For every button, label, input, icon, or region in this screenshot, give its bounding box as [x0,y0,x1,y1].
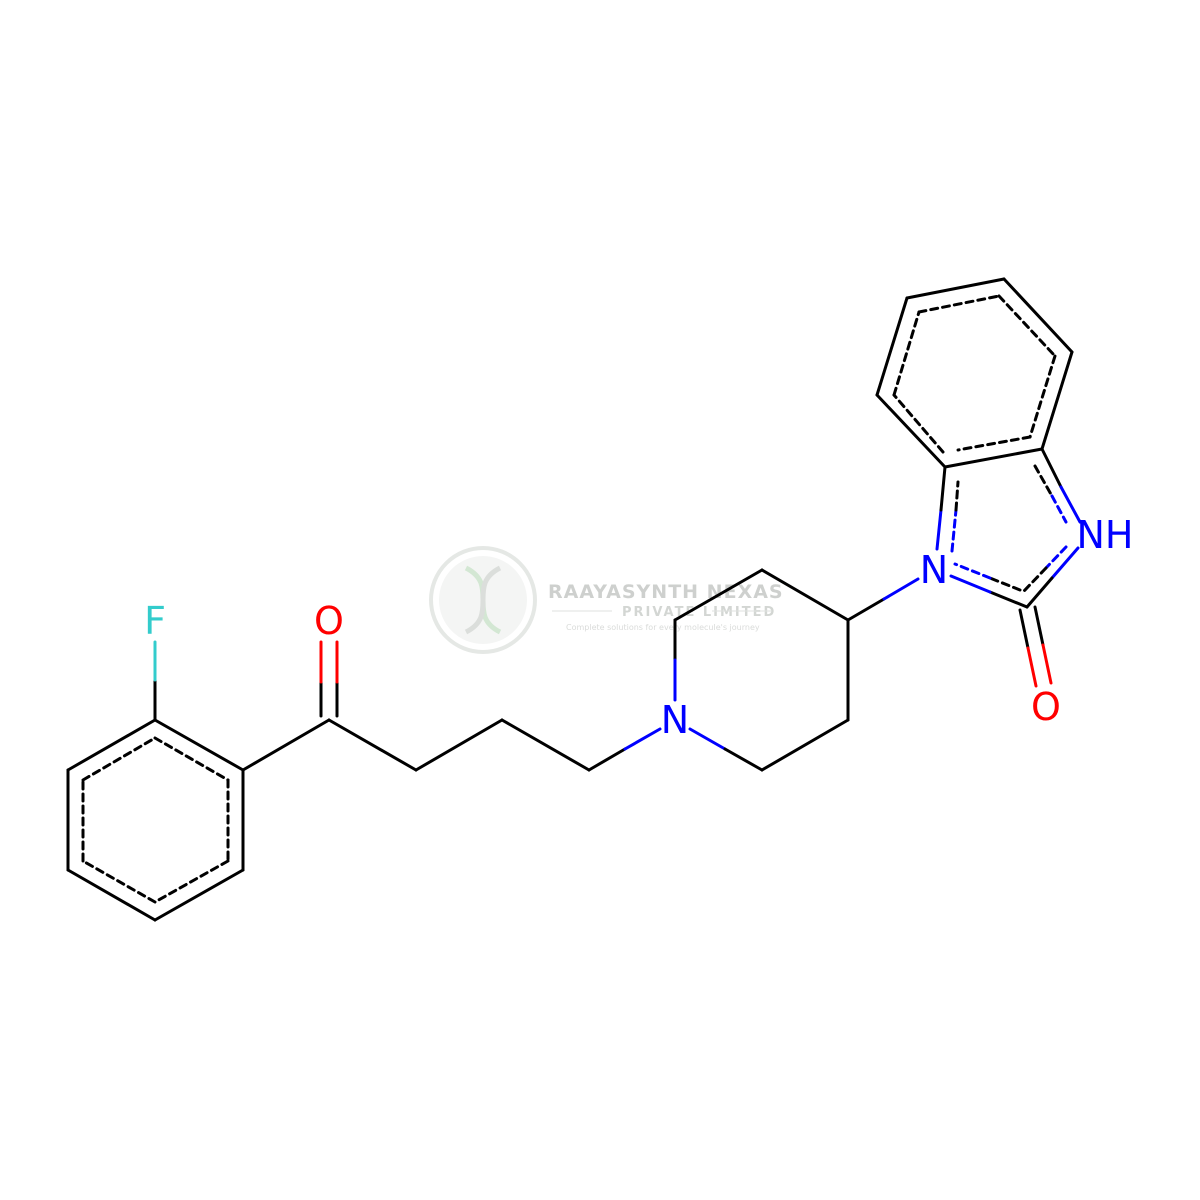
watermark-subtitle: PRIVATE LIMITED [622,605,776,620]
benzo-ring [875,277,1074,469]
bond-ketone-double [319,640,339,718]
watermark-tagline: Complete solutions for every molecule's … [566,623,760,632]
bond-piperidine-benzimidazole [846,597,886,622]
atom-carbonyl-oxygen: O [1031,685,1061,729]
fluorophenyl-ring [66,718,245,922]
bond-carbonyl-double [1018,605,1053,688]
imidazolone-ring [935,447,1082,609]
piperidine-ring [673,568,850,772]
bond-aryl-carbonyl [241,718,331,772]
atom-benzimidazole-n1: N [920,548,948,592]
atom-ketone-oxygen: O [314,599,344,643]
watermark-company-name: RAAYASYNTH NEXAS [548,581,784,603]
atom-benzimidazole-nh: NH [1077,513,1134,557]
atom-fluorine: F [144,599,166,643]
watermark-logo-icon [429,546,537,654]
watermark: RAAYASYNTH NEXAS PRIVATE LIMITED Complet… [429,546,784,654]
butyl-chain [327,718,662,772]
atom-piperidine-nitrogen: N [661,698,689,742]
